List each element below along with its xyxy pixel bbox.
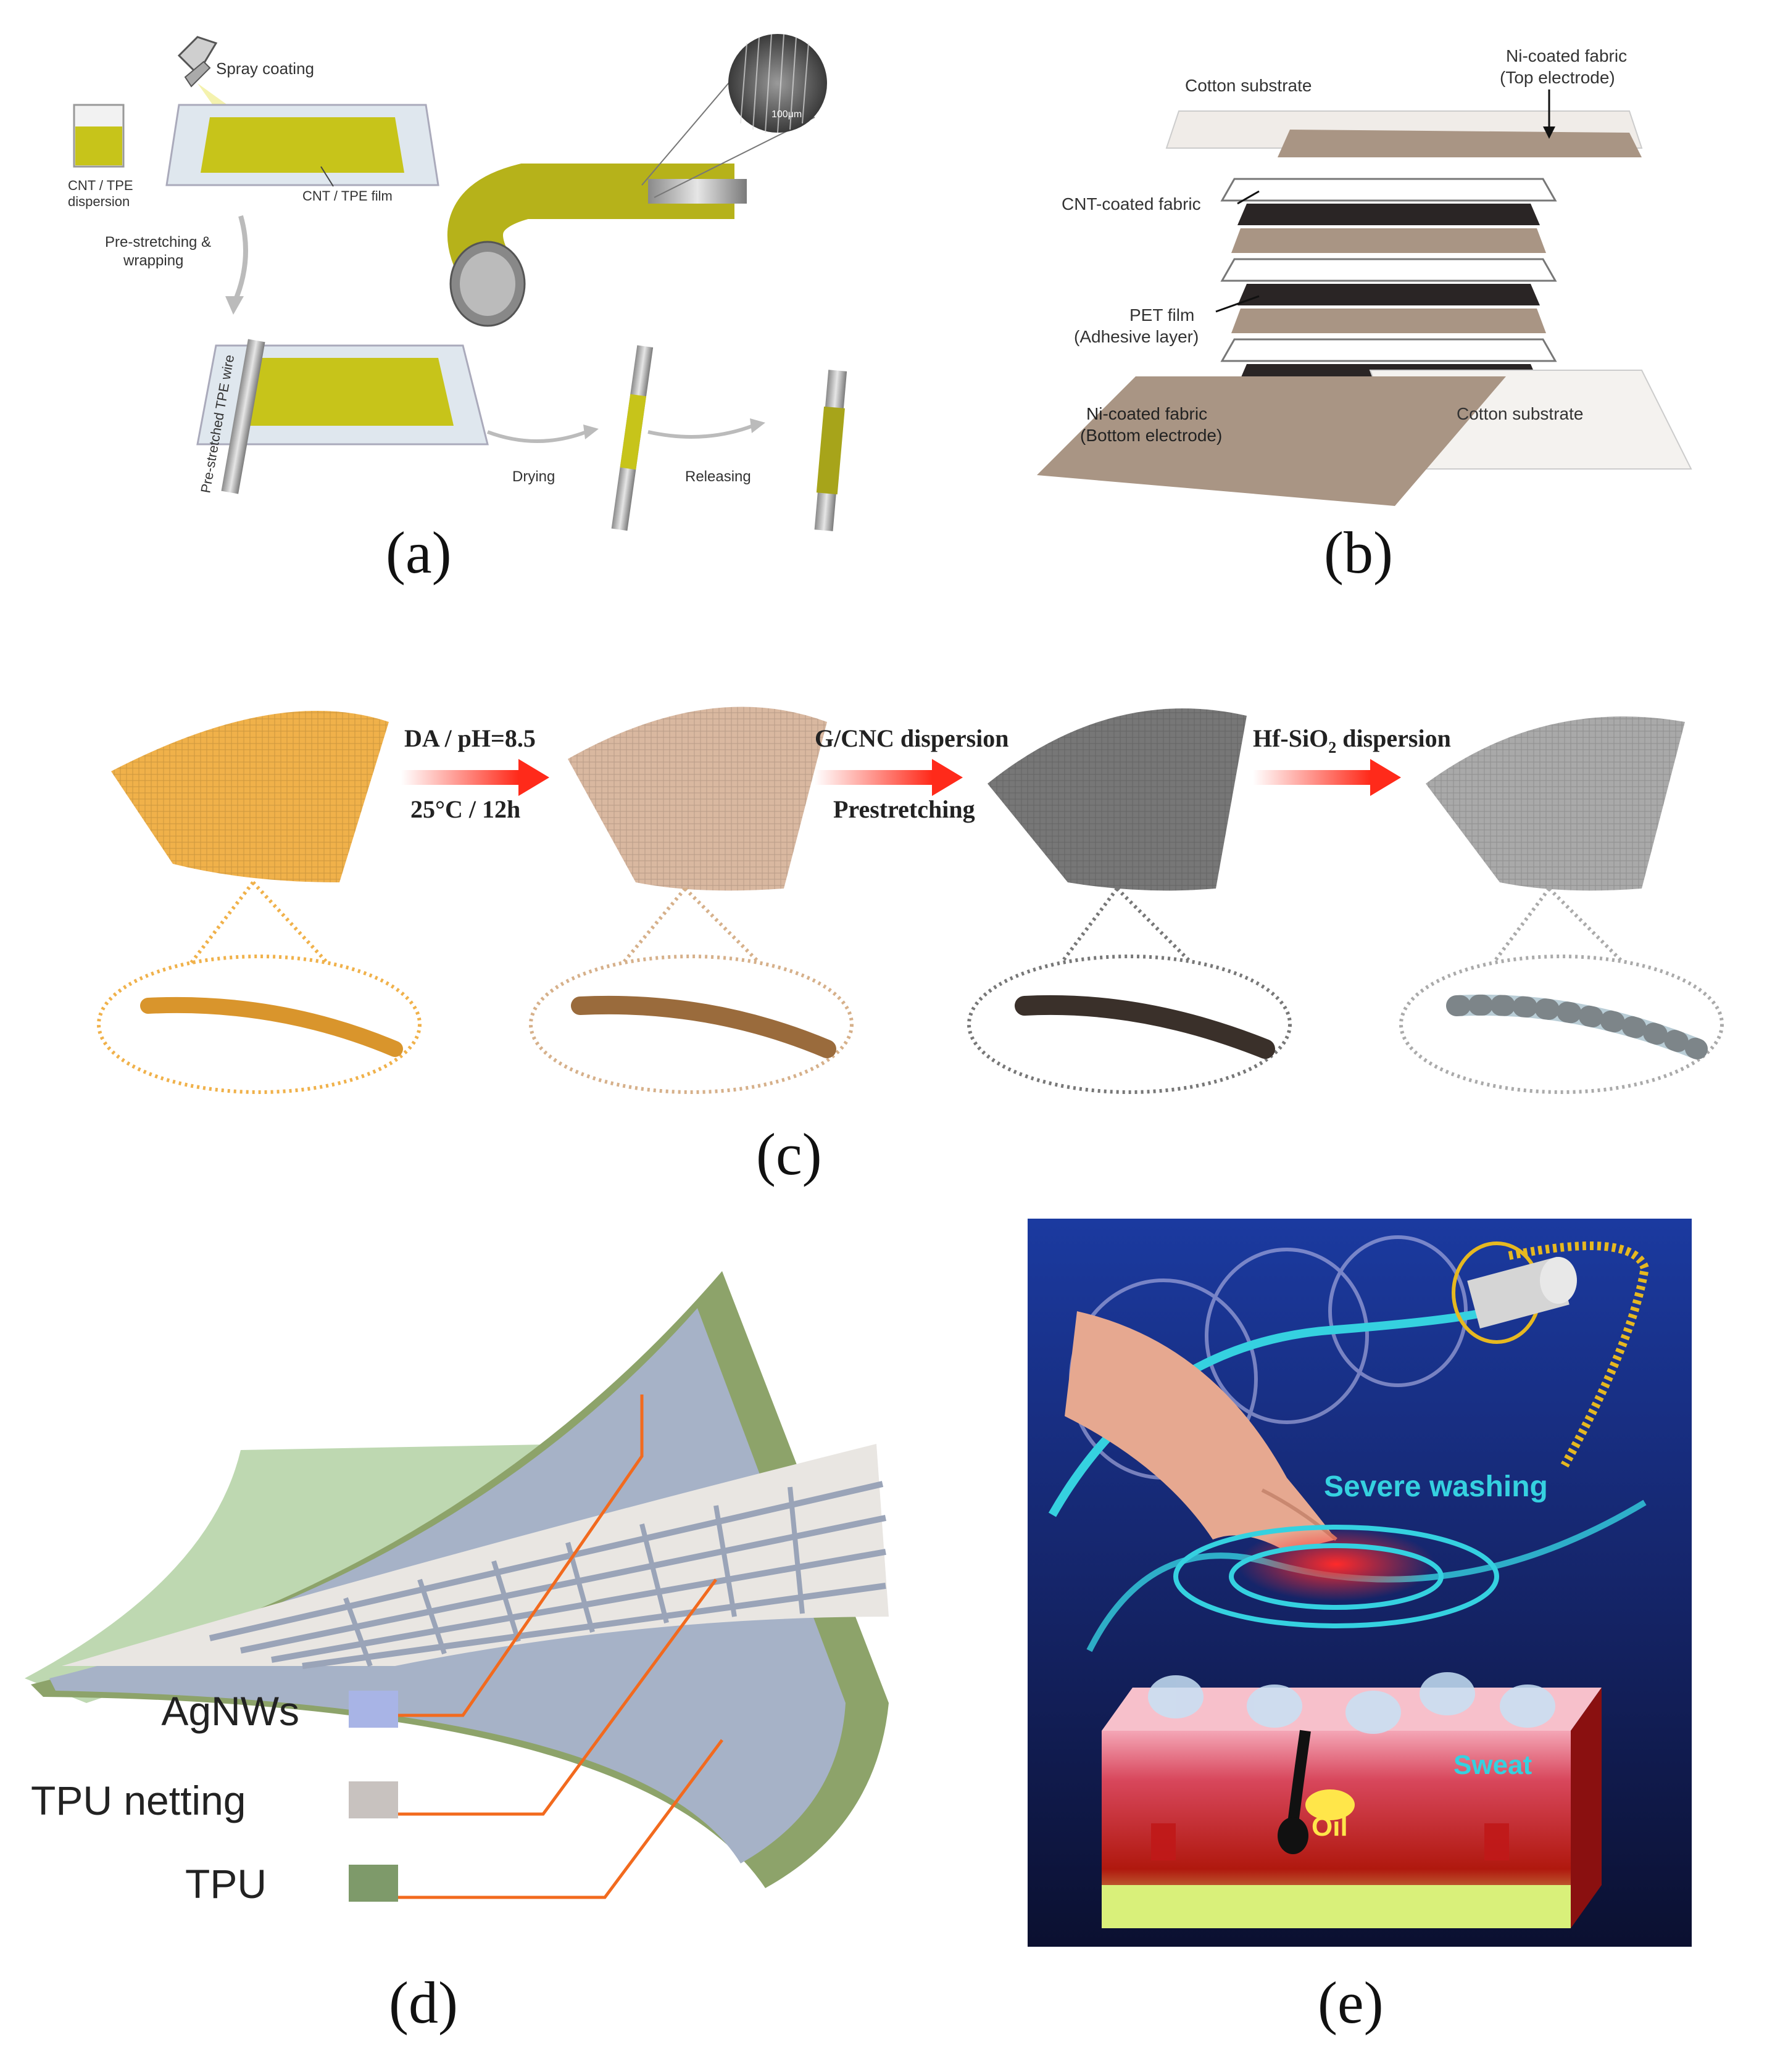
panel-d [25, 1271, 901, 1925]
legend-swatch [349, 1781, 398, 1818]
legend-item-tpu-netting: TPU netting [31, 1774, 401, 1823]
wrapping-substrate [196, 339, 489, 494]
panel-c: DA / pH=8.5 25°C / 12h G/CNC dispersion … [93, 697, 1759, 1129]
zoom-fiber-4 [1399, 887, 1724, 1094]
tpu-netting-layer [62, 1444, 889, 1669]
cnt-tpe-film [165, 104, 439, 186]
dispersion-label-2: dispersion [68, 194, 130, 209]
cotton-top-label: Cotton substrate [1185, 76, 1312, 95]
spray-coating-label: Spray coating [216, 59, 314, 78]
cotton-bottom-label: Cotton substrate [1457, 404, 1583, 423]
process-arrow-1 [401, 759, 549, 796]
skin-block [1102, 1672, 1602, 1928]
mesh-spiral [1173, 1525, 1499, 1628]
dried-rod [611, 345, 654, 531]
panel-b: Cotton substrate Ni-coated fabric (Top e… [1025, 25, 1703, 518]
step2-bottom-label: Prestretching [833, 795, 975, 823]
legend-swatch [349, 1691, 398, 1728]
film-label: CNT / TPE film [302, 188, 393, 204]
mesh-tube [1452, 1241, 1650, 1468]
panel-e: Severe washing Sweat Oil [1028, 1219, 1692, 1947]
water-splash [1069, 1235, 1468, 1480]
sweat-label: Sweat [1453, 1750, 1532, 1780]
cnt-label: CNT-coated fabric [1062, 194, 1201, 213]
step1-bottom-label: 25°C / 12h [410, 795, 520, 823]
legend-item-tpu: TPU [185, 1857, 401, 1907]
legend-label: TPU [185, 1861, 267, 1907]
sem-inset: 100μm [641, 33, 827, 198]
panel-d-letter: (d) [389, 1970, 458, 2036]
curved-arrow-icon [232, 215, 248, 304]
legend-label: AgNWs [161, 1688, 299, 1734]
coated-fiber [447, 164, 747, 327]
released-rod [814, 370, 847, 531]
ni-top-label: Ni-coated fabric [1506, 46, 1627, 65]
zoom-fiber-2 [529, 887, 854, 1094]
process-arrow-3 [1253, 759, 1401, 796]
layer-stack [1220, 178, 1557, 386]
fabric-pristine [111, 711, 389, 882]
leader-lines [376, 1394, 724, 1899]
zoom-fiber-1 [97, 881, 422, 1094]
process-arrow-2 [815, 759, 963, 796]
panel-e-letter: (e) [1318, 1970, 1384, 2036]
ni-bottom-label-2: (Bottom electrode) [1080, 426, 1222, 445]
dispersion-label: CNT / TPE [68, 178, 133, 193]
ni-bottom-label: Ni-coated fabric [1086, 404, 1207, 423]
beaker-icon [73, 104, 125, 168]
legend-label: TPU netting [31, 1778, 246, 1823]
severe-washing-label: Severe washing [1324, 1470, 1548, 1503]
scale-bar-label: 100μm [771, 109, 802, 120]
fabric-graphene [988, 708, 1247, 891]
step3-label: Hf-SiO2 dispersion [1253, 724, 1451, 756]
ni-bottom-layer [1037, 376, 1506, 506]
pet-label-2: (Adhesive layer) [1074, 327, 1199, 346]
legend-item-agnws: AgNWs [139, 1685, 404, 1734]
oil-label: Oil [1312, 1812, 1348, 1842]
step2-top-label: G/CNC dispersion [815, 724, 1009, 752]
panel-a-letter: (a) [386, 520, 452, 586]
drying-label: Drying [512, 468, 555, 485]
pet-label: PET film [1129, 305, 1194, 325]
fabric-pda [568, 707, 827, 891]
ni-top-label-2: (Top electrode) [1500, 68, 1615, 87]
panel-c-letter: (c) [756, 1121, 822, 1187]
legend-swatch [349, 1865, 398, 1902]
fabric-silica [1426, 716, 1685, 891]
ni-top-layer [1278, 130, 1642, 157]
prestretch-label-2: wrapping [123, 252, 183, 269]
step1-top-label: DA / pH=8.5 [404, 724, 536, 752]
releasing-label: Releasing [685, 468, 751, 485]
panel-a: Spray coating CNT / TPE dispersion CNT /… [56, 25, 858, 555]
prestretch-label: Pre-stretching & [105, 234, 211, 251]
panel-b-letter: (b) [1324, 520, 1393, 586]
sensor-glow [1237, 1527, 1435, 1601]
zoom-fiber-3 [967, 887, 1292, 1094]
